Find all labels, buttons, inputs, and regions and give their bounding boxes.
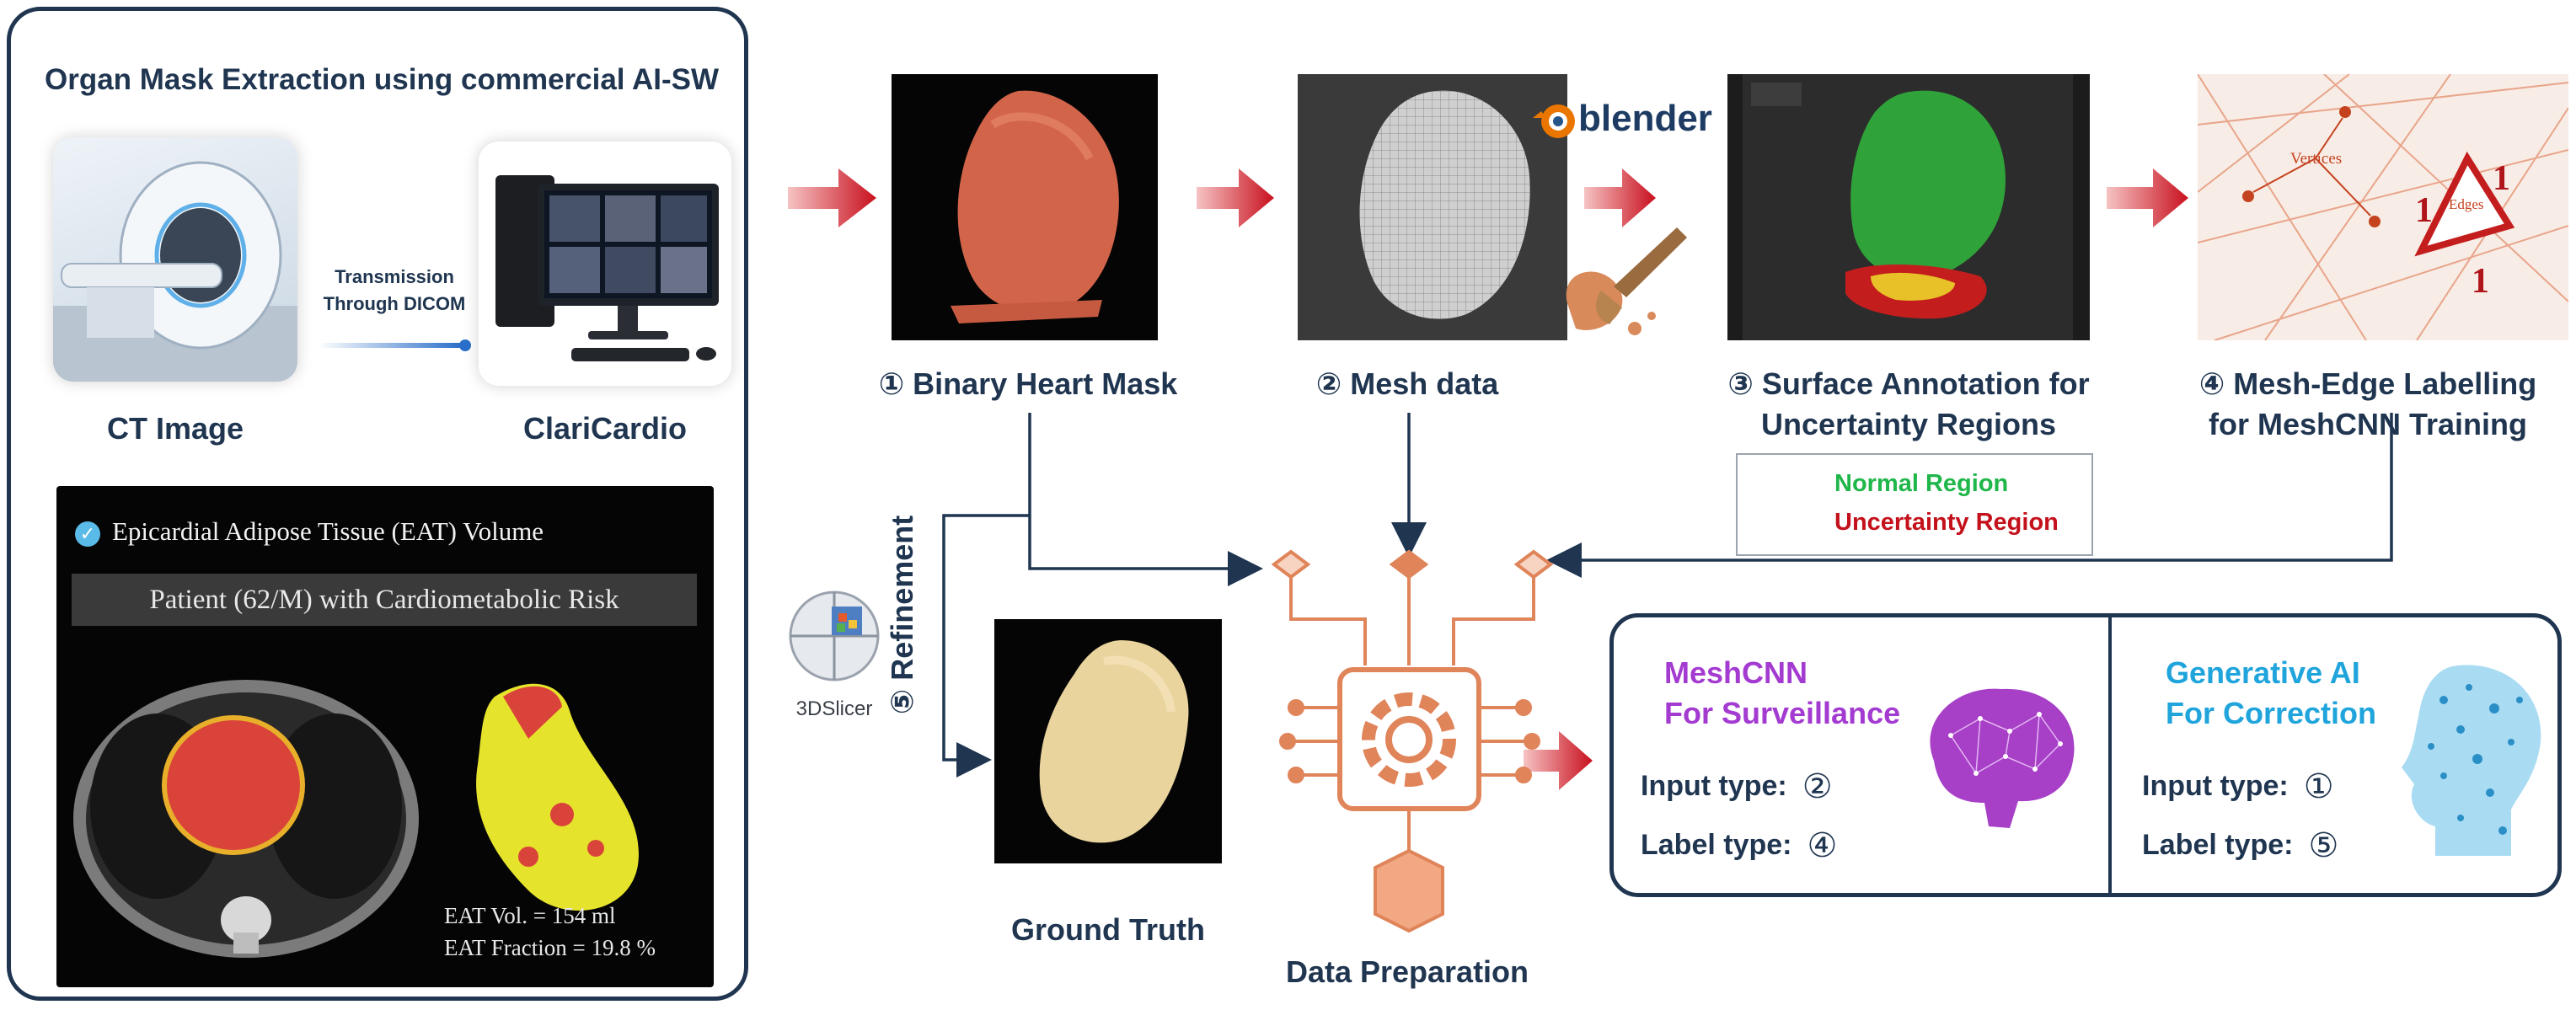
step4-label: ④ Mesh-Edge Labelling for MeshCNN Traini… — [2166, 364, 2570, 445]
genai-input-value: ① — [2303, 768, 2334, 805]
genai-title-line2: For Correction — [2166, 696, 2377, 730]
data-preparation-label: Data Preparation — [1285, 954, 1529, 989]
annotation-render — [1727, 74, 2090, 340]
organ-mask-extraction-panel: Organ Mask Extraction using commercial A… — [7, 7, 748, 1001]
vertices-label: Vertices — [2290, 150, 2343, 168]
normal-region-label: Normal Region — [1834, 470, 2009, 497]
ct-scanner-icon — [53, 161, 297, 382]
meshcnn-input-value: ② — [1802, 768, 1833, 805]
workstation-icon — [495, 175, 719, 361]
uncertainty-region-label: Uncertainty Region — [1834, 509, 2059, 536]
genai-input-label: Input type: — [2142, 770, 2289, 802]
meshcnn-input-label: Input type: — [1641, 770, 1787, 802]
brain-icon — [1930, 688, 2075, 828]
red-arrow-3 — [1584, 168, 1656, 227]
genai-label-row: Label type: ⑤ — [2142, 826, 2338, 865]
connector-refinement — [942, 514, 1030, 778]
step3-line2: Uncertainty Regions — [1760, 407, 2057, 441]
ground-truth-render — [1039, 640, 1189, 843]
meshcnn-input-row: Input type: ② — [1641, 767, 1833, 806]
patient-banner: Patient (62/M) with Cardiometabolic Risk — [72, 574, 697, 626]
models-divider — [2108, 617, 2112, 893]
genai-label-value: ⑤ — [2308, 827, 2339, 864]
connector-mask-to-prep — [1028, 413, 1263, 586]
slicer-icon — [789, 591, 880, 681]
step4-line2: for MeshCNN Training — [2208, 407, 2528, 441]
step1-label: ① Binary Heart Mask — [878, 366, 1178, 401]
meshcnn-label-row: Label type: ④ — [1641, 826, 1837, 865]
refinement-text: ⑤ Refinement — [885, 515, 919, 715]
binary-heart-mask-image — [892, 74, 1158, 340]
refinement-label: ⑤ Refinement — [885, 463, 925, 767]
surface-annotation-image — [1727, 74, 2090, 340]
claricardio-caption: ClariCardio — [522, 411, 688, 446]
transmission-label: Transmission Through DICOM — [302, 264, 487, 318]
red-arrow-4 — [2107, 168, 2188, 227]
gear-icon — [1362, 692, 1456, 787]
meshcnn-title-line1: MeshCNN — [1664, 655, 1808, 690]
mesh-edge-labelling-image: Vertices Edges 1 1 1 — [2198, 74, 2568, 340]
eat-heading: Epicardial Adipose Tissue (EAT) Volume — [112, 516, 544, 546]
meshcnn-label-label: Label type: — [1641, 829, 1792, 861]
step4-line1: ④ Mesh-Edge Labelling — [2198, 366, 2537, 401]
ground-truth-image — [994, 619, 1222, 863]
red-arrow-2 — [1197, 168, 1274, 227]
meshcnn-title: MeshCNN For Surveillance — [1664, 653, 1900, 734]
genai-label-label: Label type: — [2142, 829, 2294, 861]
ct-image-caption: CT Image — [106, 411, 244, 446]
mesh-render — [1359, 90, 1530, 319]
edge-value-bottom: 1 — [2472, 262, 2489, 301]
edge-value-left: 1 — [2415, 191, 2433, 230]
slicer-label: 3DSlicer — [795, 697, 873, 720]
eat-volume-panel: ✓ Epicardial Adipose Tissue (EAT) Volume… — [56, 486, 714, 987]
patient-label: Patient (62/M) with Cardiometabolic Risk — [149, 585, 619, 615]
meshcnn-title-line2: For Surveillance — [1664, 696, 1901, 730]
genai-input-row: Input type: ① — [2142, 767, 2334, 806]
step3-line1: ③ Surface Annotation for — [1727, 366, 2090, 401]
blender-icon — [1533, 104, 1575, 138]
left-panel-title: Organ Mask Extraction using commercial A… — [44, 63, 719, 96]
edges-label: Edges — [2449, 196, 2484, 212]
transmission-line1: Transmission — [335, 266, 454, 287]
paint-brush-icon — [1550, 211, 1702, 345]
genai-title: Generative AI For Correction — [2166, 653, 2376, 734]
step2-label: ② Mesh data — [1315, 366, 1499, 401]
check-icon: ✓ — [75, 521, 100, 547]
region-legend: Normal Region Uncertainty Region — [1736, 453, 2093, 556]
blender-logo: blender — [1529, 94, 1723, 145]
slicer-logo: 3DSlicer — [779, 581, 889, 733]
red-arrow-1 — [788, 168, 876, 227]
data-preparation-graphic — [1271, 549, 1554, 933]
meshcnn-label-value: ④ — [1807, 827, 1838, 864]
eat-volume-value: EAT Vol. = 154 ml — [444, 903, 616, 928]
edge-labelling-diagram — [2198, 74, 2568, 340]
connector-labels-to-prep — [1546, 413, 2393, 578]
models-panel: MeshCNN For Surveillance Input type: ② La… — [1609, 613, 2562, 897]
ct-slice-image — [73, 680, 639, 958]
red-arrow-5 — [1524, 731, 1593, 790]
transmission-line2: Through DICOM — [323, 293, 466, 314]
transmission-connector — [319, 343, 462, 348]
genai-title-line1: Generative AI — [2166, 655, 2360, 690]
blender-label: blender — [1578, 98, 1712, 139]
brush-render — [1566, 227, 1687, 335]
edge-value-top: 1 — [2493, 159, 2510, 198]
eat-fraction-value: EAT Fraction = 19.8 % — [444, 935, 656, 960]
step3-label: ③ Surface Annotation for Uncertainty Reg… — [1685, 364, 2132, 445]
mesh-data-image — [1298, 74, 1567, 340]
ai-head-icon — [2402, 665, 2541, 856]
connector-dot — [459, 339, 471, 351]
ground-truth-label: Ground Truth — [1011, 912, 1205, 947]
heart-mask-render — [951, 90, 1119, 323]
ct-scanner-image — [53, 137, 297, 382]
claricardio-workstation-image — [479, 142, 731, 386]
